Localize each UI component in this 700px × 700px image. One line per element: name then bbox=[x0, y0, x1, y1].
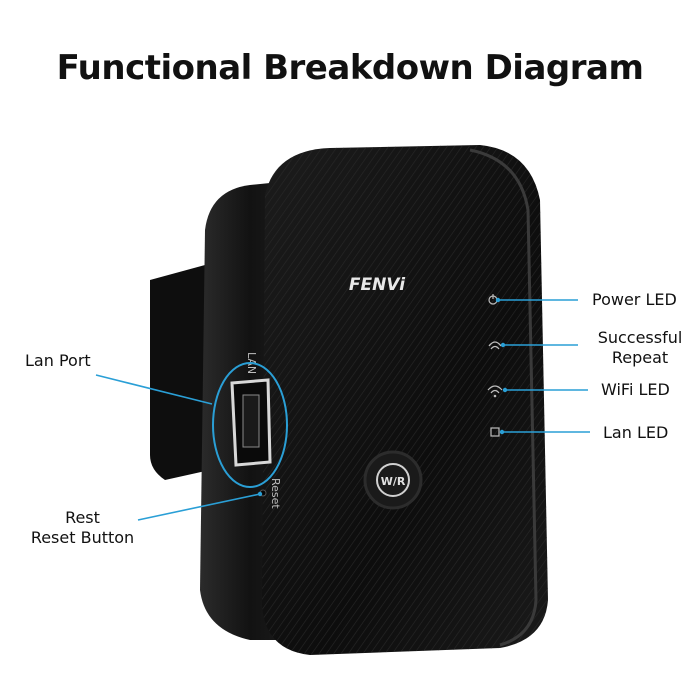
wifi-led-label: WiFi LED bbox=[601, 380, 670, 399]
reset-text: Reset bbox=[269, 478, 282, 509]
callout-lines bbox=[95, 299, 590, 521]
reset-button-label: Rest Reset Button bbox=[20, 508, 145, 548]
reset-label-line-2: Reset Button bbox=[30, 528, 135, 547]
wr-button[interactable] bbox=[363, 450, 423, 510]
wr-button-label: W/R bbox=[381, 475, 406, 488]
successful-repeat-label: Successful Repeat bbox=[590, 328, 690, 368]
lan-port-line bbox=[95, 374, 213, 405]
lan-port-highlight bbox=[212, 362, 288, 488]
successful-repeat-line-2: Repeat bbox=[611, 348, 669, 367]
reset-line bbox=[137, 493, 261, 521]
lan-port-label: Lan Port bbox=[25, 351, 91, 370]
wifi-led-icon bbox=[487, 385, 503, 398]
brand-logo: FENVi bbox=[349, 275, 406, 295]
repeat-led-icon bbox=[488, 341, 502, 350]
reset-label-line-1: Rest bbox=[65, 508, 100, 527]
page-title: Functional Breakdown Diagram bbox=[56, 48, 644, 88]
lan-led-label: Lan LED bbox=[603, 423, 669, 442]
lan-led-icon bbox=[490, 427, 500, 437]
successful-repeat-line-1: Successful bbox=[597, 328, 683, 347]
power-led-label: Power LED bbox=[592, 290, 677, 309]
plug-body bbox=[150, 265, 210, 480]
